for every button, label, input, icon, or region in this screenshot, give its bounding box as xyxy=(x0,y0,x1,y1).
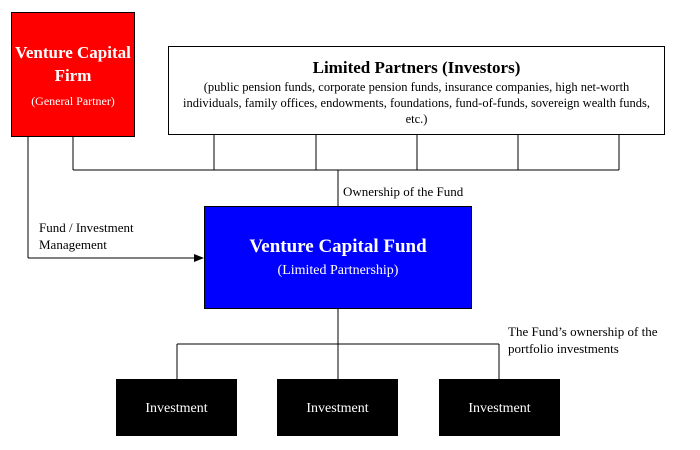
portfolio-ownership-label: The Fund’s ownership of the portfolio in… xyxy=(508,324,658,356)
portfolio-tree xyxy=(176,309,500,379)
vc-firm-box: Venture Capital Firm (General Partner) xyxy=(11,12,135,137)
limited-partners-description: (public pension funds, corporate pension… xyxy=(182,80,651,126)
management-label: Fund / Investment Management xyxy=(39,220,134,252)
vc-firm-title: Venture Capital Firm xyxy=(15,43,131,85)
limited-partners-title: Limited Partners (Investors) xyxy=(312,58,521,77)
management-arrow xyxy=(27,137,204,262)
lp-bracket xyxy=(72,135,620,206)
investment-box: Investment xyxy=(277,379,398,436)
vc-fund-subtitle: (Limited Partnership) xyxy=(277,263,399,278)
investment-box: Investment xyxy=(439,379,560,436)
limited-partners-box: Limited Partners (Investors) (public pen… xyxy=(168,46,665,135)
vc-fund-box: Venture Capital Fund (Limited Partnershi… xyxy=(204,206,472,309)
vc-fund-title: Venture Capital Fund xyxy=(249,236,427,257)
vc-firm-subtitle: (General Partner) xyxy=(31,94,115,108)
investment-box: Investment xyxy=(116,379,237,436)
ownership-label: Ownership of the Fund xyxy=(343,184,464,199)
